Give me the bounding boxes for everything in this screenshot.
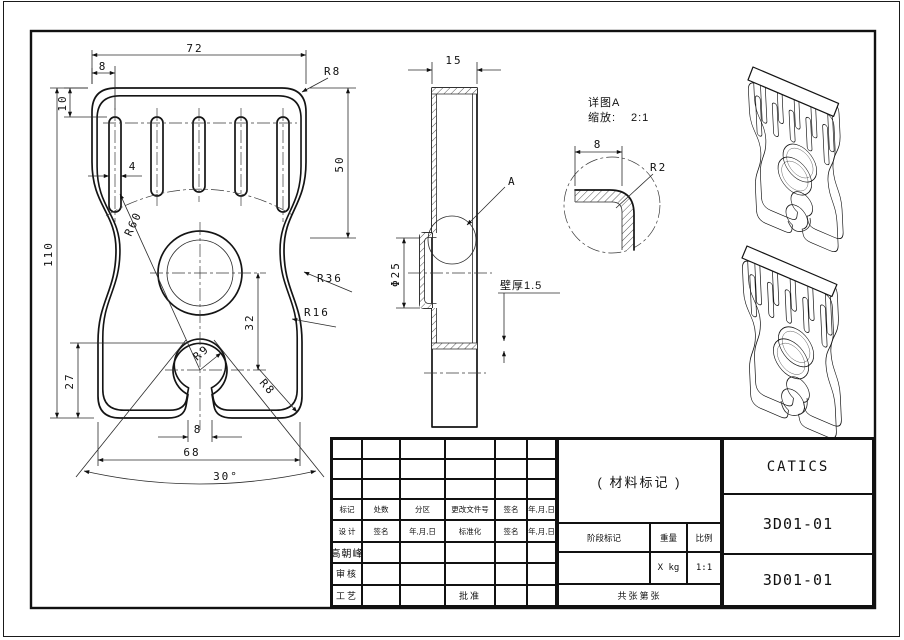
dim-4: 4 bbox=[129, 160, 138, 173]
dim-72: 72 bbox=[186, 42, 203, 55]
rev-cell bbox=[527, 459, 556, 479]
company-name: CATICS bbox=[723, 439, 873, 494]
detail-view-a: 详图A 缩放: 2:1 8 R2 bbox=[563, 95, 667, 254]
empty-cell bbox=[527, 563, 556, 585]
rev-cell bbox=[445, 439, 495, 459]
approve-label: 批准 bbox=[445, 584, 495, 606]
empty-cell bbox=[362, 541, 400, 564]
rev-cell bbox=[527, 479, 556, 499]
designer-name: 高朝峰 bbox=[332, 541, 362, 564]
sheet-word: 第 bbox=[639, 590, 651, 601]
sheet-count-row: 共 张 第 张 bbox=[558, 584, 721, 606]
front-view: 72 8 10 4 110 27 bbox=[42, 42, 356, 485]
detail-dim-8: 8 bbox=[594, 138, 603, 151]
rev-header-docno: 更改文件号 bbox=[445, 499, 495, 521]
empty-cell bbox=[495, 584, 527, 606]
dim-10: 10 bbox=[56, 94, 69, 111]
rev-cell bbox=[332, 459, 362, 479]
detail-zoom-value: 2:1 bbox=[631, 112, 649, 124]
rev-cell bbox=[445, 479, 495, 499]
empty-cell bbox=[400, 584, 445, 606]
empty-cell bbox=[495, 563, 527, 585]
dim-r36: R36 bbox=[317, 272, 343, 285]
rev-cell bbox=[332, 439, 362, 459]
rev-cell bbox=[400, 459, 445, 479]
standardize-date-label: 年,月,日 bbox=[527, 520, 556, 542]
rev-header-zone: 分区 bbox=[400, 499, 445, 521]
title-block-right: CATICS 3D01-01 3D01-01 bbox=[721, 437, 875, 608]
sheet-word: 张 bbox=[650, 590, 662, 601]
rev-header-sign: 签名 bbox=[495, 499, 527, 521]
drawing-number-bottom: 3D01-01 bbox=[723, 554, 873, 606]
stage-mark-boxes bbox=[558, 552, 650, 584]
sheet-outer-border bbox=[3, 1, 900, 637]
rev-cell bbox=[332, 479, 362, 499]
dim-r60: R60 bbox=[122, 209, 145, 238]
sheet-word: 共 bbox=[617, 590, 629, 601]
iso-view-top bbox=[747, 66, 846, 256]
scale-value: 1:1 bbox=[687, 552, 721, 584]
rev-cell bbox=[495, 479, 527, 499]
empty-cell bbox=[527, 584, 556, 606]
dim-8-notch: 8 bbox=[194, 423, 203, 436]
dim-32: 32 bbox=[243, 313, 256, 330]
detail-dim-r2: R2 bbox=[650, 161, 667, 174]
rev-cell bbox=[400, 439, 445, 459]
dim-68: 68 bbox=[183, 446, 200, 459]
rev-header-count: 处数 bbox=[362, 499, 400, 521]
dim-50: 50 bbox=[333, 155, 346, 172]
empty-cell bbox=[362, 584, 400, 606]
sheet-word: 张 bbox=[628, 590, 640, 601]
empty-cell bbox=[445, 563, 495, 585]
rev-cell bbox=[362, 479, 400, 499]
dim-8-top: 8 bbox=[99, 60, 108, 73]
iso-view-bottom bbox=[741, 245, 844, 443]
design-sign-label: 签名 bbox=[362, 520, 400, 542]
dim-15: 15 bbox=[445, 54, 462, 67]
design-label: 设 计 bbox=[332, 520, 362, 542]
empty-cell bbox=[527, 541, 556, 564]
rev-cell bbox=[362, 439, 400, 459]
dim-r8-top: R8 bbox=[324, 65, 341, 78]
rev-cell bbox=[495, 459, 527, 479]
dim-phi25: Φ25 bbox=[389, 261, 402, 287]
drawing-number-top: 3D01-01 bbox=[723, 494, 873, 554]
dim-r8-bottom: R8 bbox=[257, 376, 278, 398]
stage-mark-label: 阶段标记 bbox=[558, 523, 650, 552]
wall-thickness-note: 壁厚1.5 bbox=[500, 278, 542, 292]
title-block-middle: ( 材料标记 ) 阶段标记 重量 比例 X kg 1:1 共 张 第 张 bbox=[556, 437, 723, 608]
weight-value: X kg bbox=[650, 552, 687, 584]
detail-callout-a: A bbox=[508, 175, 517, 188]
weight-label: 重量 bbox=[650, 523, 687, 552]
design-date-label: 年,月,日 bbox=[400, 520, 445, 542]
scale-label: 比例 bbox=[687, 523, 721, 552]
rev-cell bbox=[362, 459, 400, 479]
empty-cell bbox=[400, 563, 445, 585]
drawing-frame bbox=[29, 29, 877, 610]
empty-cell bbox=[445, 541, 495, 564]
dim-27: 27 bbox=[63, 372, 76, 389]
process-label: 工艺 bbox=[332, 584, 362, 606]
empty-cell bbox=[400, 541, 445, 564]
detail-title: 详图A bbox=[588, 95, 620, 109]
dim-30deg: 30° bbox=[213, 470, 239, 483]
rev-cell bbox=[445, 459, 495, 479]
dim-110: 110 bbox=[42, 241, 55, 267]
side-section-view: 15 Φ25 A 壁厚1.5 bbox=[389, 54, 560, 428]
rev-header-mark: 标记 bbox=[332, 499, 362, 521]
empty-cell bbox=[362, 563, 400, 585]
rev-cell bbox=[400, 479, 445, 499]
standardize-label: 标准化 bbox=[445, 520, 495, 542]
dim-r16: R16 bbox=[304, 306, 330, 319]
standardize-sign-label: 签名 bbox=[495, 520, 527, 542]
material-mark: ( 材料标记 ) bbox=[558, 439, 721, 523]
empty-cell bbox=[495, 541, 527, 564]
check-label: 审核 bbox=[332, 563, 362, 585]
rev-cell bbox=[527, 439, 556, 459]
detail-zoom-label: 缩放: bbox=[588, 110, 616, 124]
rev-header-date: 年,月,日 bbox=[527, 499, 556, 521]
title-block-revision-table: 标记 处数 分区 更改文件号 签名 年,月,日 设 计 签名 年,月,日 标准化… bbox=[330, 437, 558, 608]
rev-cell bbox=[495, 439, 527, 459]
